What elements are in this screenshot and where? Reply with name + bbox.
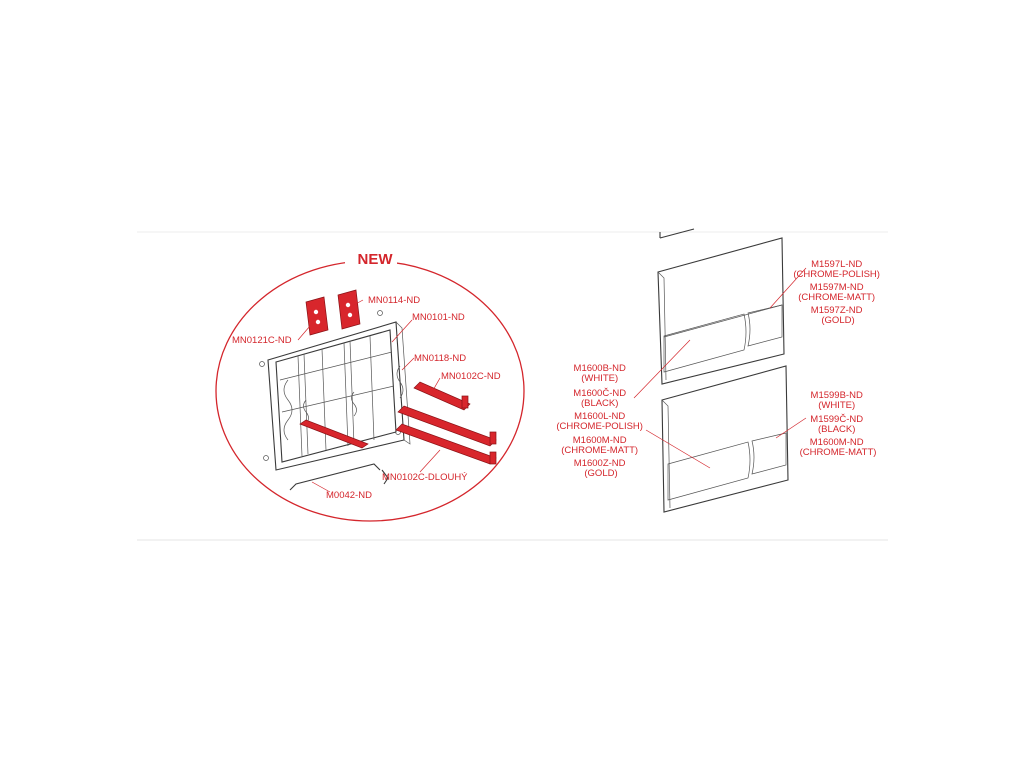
clip-mn0114	[337, 289, 361, 330]
clip-hole	[347, 312, 353, 318]
clip-hole	[313, 309, 319, 315]
label-mn0118: MN0118-ND	[414, 353, 466, 364]
label-line: M1600M-ND	[573, 435, 627, 446]
label-line: (CHROME-MATT)	[800, 447, 877, 458]
label-line: M1600Z-ND	[574, 458, 626, 469]
label-line: M1597M-ND	[810, 282, 864, 293]
label-m0042: M0042-ND	[326, 490, 372, 501]
label-line: (CHROME-POLISH)	[793, 269, 880, 280]
label-mn0114: MN0114-ND	[368, 295, 420, 306]
new-label: NEW	[358, 251, 394, 268]
label-line: (CHROME-MATT)	[798, 292, 875, 303]
upper-flush-plate	[657, 228, 785, 385]
label-mn0102c-long: MN0102C-DLOUHÝ	[382, 472, 468, 483]
label-line: M1600Č-ND	[573, 388, 626, 399]
plate-leaders	[633, 267, 807, 469]
label-line: M1597Z-ND	[811, 305, 863, 316]
rod-in-frame	[299, 419, 369, 449]
label-line: (BLACK)	[581, 398, 618, 409]
rod-end	[489, 431, 497, 445]
label-line: M1600B-ND	[574, 363, 626, 374]
label-line: M1600M-ND	[810, 437, 864, 448]
rod-end	[489, 451, 497, 465]
clip-hole	[345, 302, 351, 308]
label-line: (WHITE)	[581, 373, 618, 384]
label-line: (GOLD)	[584, 468, 617, 479]
label-mn0102c: MN0102C-ND	[441, 371, 501, 382]
label-line: M1600L-ND	[574, 411, 625, 422]
label-line: M1599B-ND	[811, 390, 863, 401]
label-group-m1597: M1597L-ND (CHROME-POLISH) M1597M-ND (CHR…	[793, 259, 882, 326]
label-line: (GOLD)	[821, 315, 854, 326]
label-mn0121c: MN0121C-ND	[232, 335, 292, 346]
rod-end	[461, 395, 469, 409]
label-line: M1599Č-ND	[810, 414, 863, 425]
label-mn0101: MN0101-ND	[412, 312, 465, 323]
label-line: M1597L-ND	[811, 259, 862, 270]
label-line: (CHROME-POLISH)	[556, 421, 643, 432]
lower-flush-plate	[661, 365, 789, 513]
circle-label-gap	[345, 248, 397, 266]
flush-frame-drawing	[259, 310, 411, 471]
label-line: (BLACK)	[818, 424, 855, 435]
label-group-m1600: M1600B-ND (WHITE) M1600Č-ND (BLACK) M160…	[556, 363, 645, 479]
mechanism-leaders	[297, 299, 441, 493]
wire-hook-m0042	[289, 463, 389, 491]
rod-mn0102c	[413, 381, 471, 411]
clip-mn0121c	[305, 296, 329, 336]
clip-hole	[315, 319, 321, 325]
label-line: (WHITE)	[818, 400, 855, 411]
label-group-m1599: M1599B-ND (WHITE) M1599Č-ND (BLACK) M160…	[800, 390, 877, 458]
label-line: (CHROME-MATT)	[561, 445, 638, 456]
